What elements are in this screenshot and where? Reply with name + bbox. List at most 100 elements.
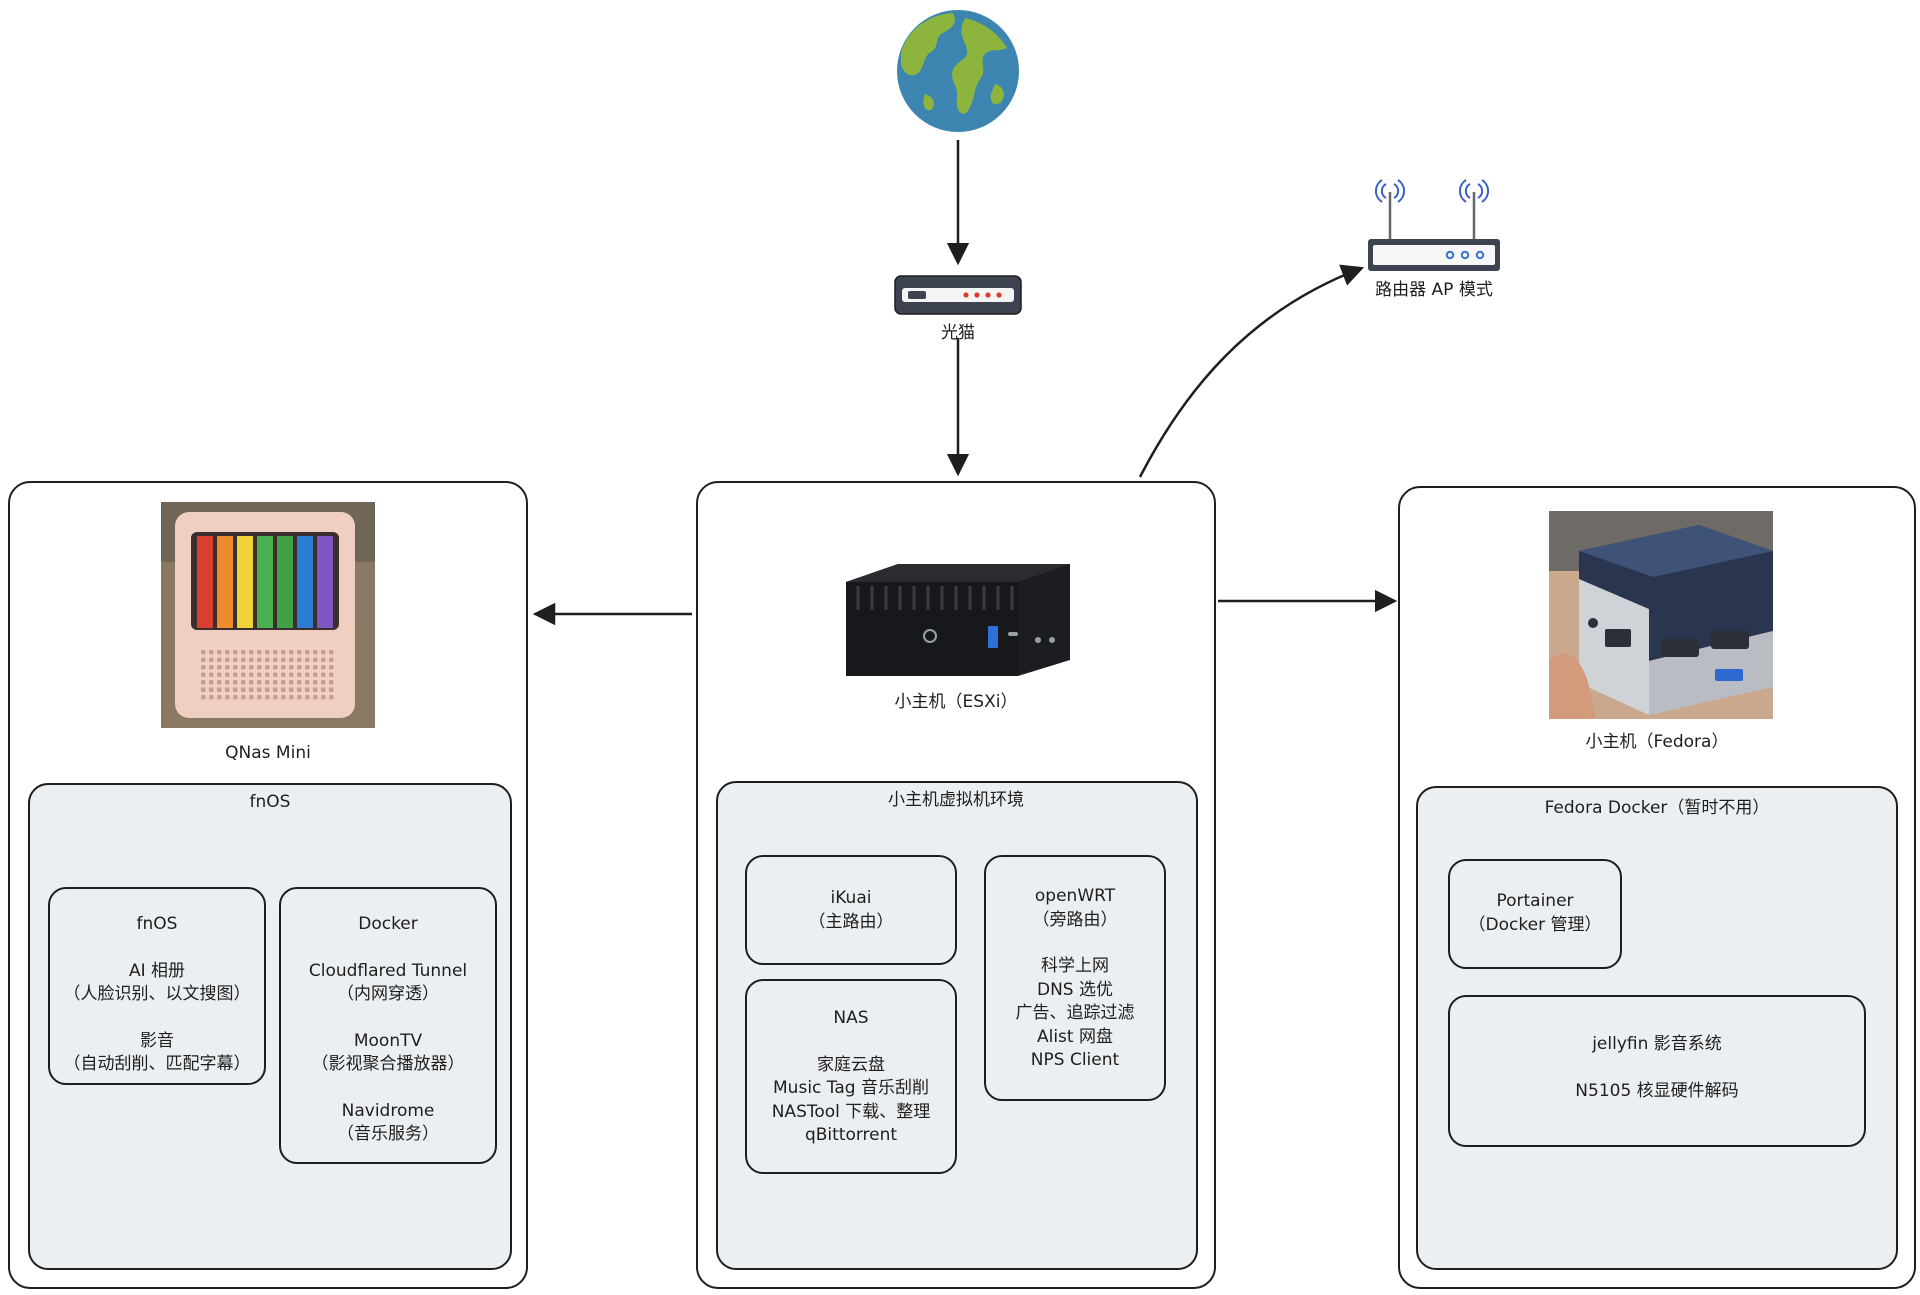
- card-line: [281, 937, 495, 960]
- card-line: [281, 1077, 495, 1100]
- vent-hole: [289, 687, 294, 692]
- vent-hole: [289, 672, 294, 677]
- vent-hole: [329, 687, 334, 692]
- vent-hole: [257, 687, 262, 692]
- vent-hole: [265, 665, 270, 670]
- card-line: （旁路由）: [1032, 909, 1118, 930]
- vent-hole: [313, 650, 318, 655]
- mini-pc-esxi-image: [846, 564, 1070, 676]
- vent-hole: [313, 695, 318, 700]
- vent-hole: [209, 672, 214, 677]
- signal-right: [1459, 179, 1489, 203]
- vent-hole: [297, 680, 302, 685]
- mini-pc-fedora-image: [1549, 511, 1773, 719]
- vent-hole: [289, 650, 294, 655]
- card-line: NAS: [833, 1008, 869, 1028]
- card-line: （内网穿透）: [337, 984, 439, 1004]
- fedora-host-label: 小主机（Fedora）: [1585, 732, 1729, 752]
- card-line: fnOS: [136, 914, 178, 934]
- vent-hole: [233, 687, 238, 692]
- vent-hole: [241, 687, 246, 692]
- card-line: [986, 932, 1164, 955]
- vent-hole: [257, 665, 262, 670]
- vent-hole: [265, 680, 270, 685]
- card-line: Cloudflared Tunnel: [308, 960, 468, 981]
- vent-hole: [321, 695, 326, 700]
- vent-hole: [225, 687, 230, 692]
- vent-hole: [321, 680, 326, 685]
- portainer-card: Portainer（Docker 管理）: [1448, 859, 1622, 969]
- vent-hole: [217, 650, 222, 655]
- vent-hole: [225, 672, 230, 677]
- vent-hole: [281, 665, 286, 670]
- vent-hole: [273, 657, 278, 662]
- card-line: [747, 1031, 955, 1054]
- card-line: （影视聚合播放器）: [311, 1054, 465, 1074]
- vent-hole: [297, 672, 302, 677]
- vent-hole: [329, 680, 334, 685]
- router-label: 路由器 AP 模式: [1375, 280, 1493, 300]
- vent-hole: [249, 650, 254, 655]
- vent-hole: [201, 672, 206, 677]
- vent-hole: [209, 665, 214, 670]
- vent-hole: [201, 687, 206, 692]
- vent-hole: [217, 687, 222, 692]
- vent-hole: [313, 680, 318, 685]
- vent-hole: [265, 695, 270, 700]
- vent-hole: [273, 680, 278, 685]
- vent-hole: [241, 695, 246, 700]
- vent-hole: [217, 657, 222, 662]
- card-line: AI 相册: [128, 960, 186, 981]
- modem-icon: [894, 275, 1022, 315]
- router-icon: [1368, 179, 1500, 271]
- vent-hole: [241, 680, 246, 685]
- vent-hole: [305, 665, 310, 670]
- vent-hole: [273, 695, 278, 700]
- vent-hole: [257, 672, 262, 677]
- vent-hole: [305, 650, 310, 655]
- vent-hole: [249, 672, 254, 677]
- card-line: （人脸识别、以文搜图）: [63, 984, 251, 1004]
- card-line: （主路由）: [808, 911, 894, 932]
- vent-hole: [305, 695, 310, 700]
- vent-hole: [217, 695, 222, 700]
- vent-hole: [321, 665, 326, 670]
- vent-hole: [217, 680, 222, 685]
- vent-hole: [281, 680, 286, 685]
- portainer-card-text: Portainer（Docker 管理）: [1450, 890, 1620, 937]
- vent-hole: [297, 695, 302, 700]
- vent-hole: [329, 665, 334, 670]
- vent-hole: [233, 680, 238, 685]
- vent-hole: [249, 687, 254, 692]
- modem-label: 光猫: [941, 323, 975, 343]
- vent-hole: [201, 657, 206, 662]
- vm-env-title: 小主机虚拟机环境: [888, 790, 1024, 810]
- vent-hole: [273, 687, 278, 692]
- vent-hole: [321, 687, 326, 692]
- vent-hole: [305, 672, 310, 677]
- vent-hole: [225, 650, 230, 655]
- vent-hole: [225, 665, 230, 670]
- card-line: NPS Client: [1030, 1050, 1120, 1070]
- ikuai-card-text: iKuai （主路由）: [747, 887, 955, 934]
- vent-hole: [329, 672, 334, 677]
- vent-hole: [265, 672, 270, 677]
- card-line: 家庭云盘: [817, 1054, 885, 1075]
- card-line: [50, 937, 264, 960]
- card-line: iKuai: [830, 888, 872, 908]
- vent-hole: [273, 650, 278, 655]
- vent-hole: [313, 687, 318, 692]
- vent-hole: [257, 650, 262, 655]
- arrow-host-to-router: [1138, 264, 1365, 478]
- vent-hole: [305, 680, 310, 685]
- vent-hole: [297, 665, 302, 670]
- vent-hole: [201, 665, 206, 670]
- vent-hole: [297, 657, 302, 662]
